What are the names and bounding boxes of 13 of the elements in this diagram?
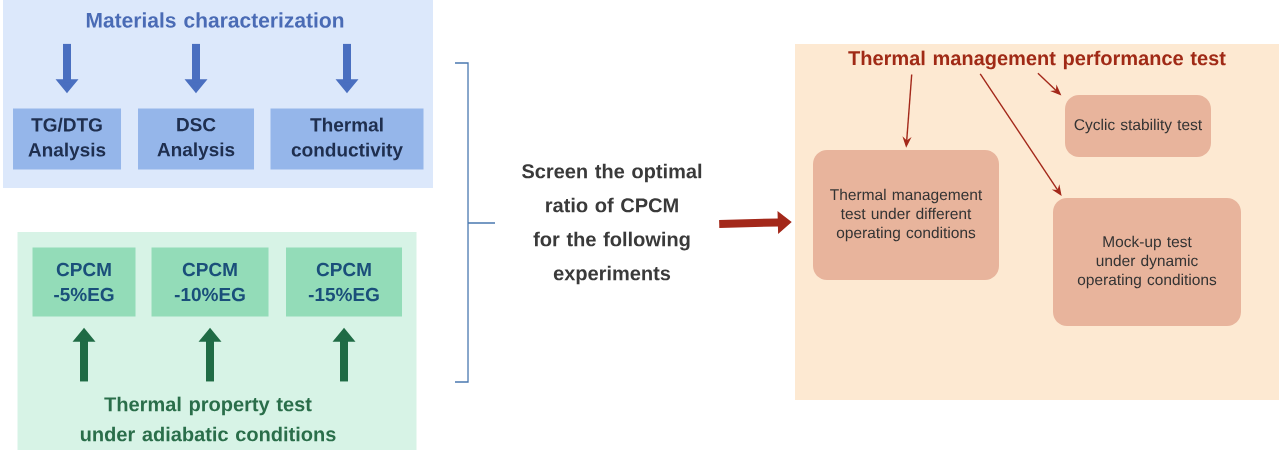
conclusion-text: Screen the optimal ratio of CPCM for the following experiments bbox=[522, 163, 702, 285]
section-heading: Thermal management performance test bbox=[848, 50, 1226, 70]
test-box: Thermal management test under different operating conditions bbox=[813, 150, 999, 280]
sample-box: CPCM -15%EG bbox=[286, 247, 402, 317]
test-box: Mock-up test under dynamic operating conditions bbox=[1053, 198, 1241, 326]
sample-box: CPCM -10%EG bbox=[151, 247, 269, 317]
analysis-box: TG/DTG Analysis bbox=[13, 108, 121, 170]
section-heading: Materials characterization bbox=[86, 12, 344, 28]
test-box: Cyclic stability test bbox=[1065, 95, 1211, 157]
sample-box: CPCM -5%EG bbox=[32, 247, 136, 317]
analysis-box: DSC Analysis bbox=[138, 108, 254, 170]
section-heading: Thermal property test under adiabatic conditions bbox=[80, 396, 336, 442]
analysis-box: Thermal conductivity bbox=[270, 108, 424, 170]
